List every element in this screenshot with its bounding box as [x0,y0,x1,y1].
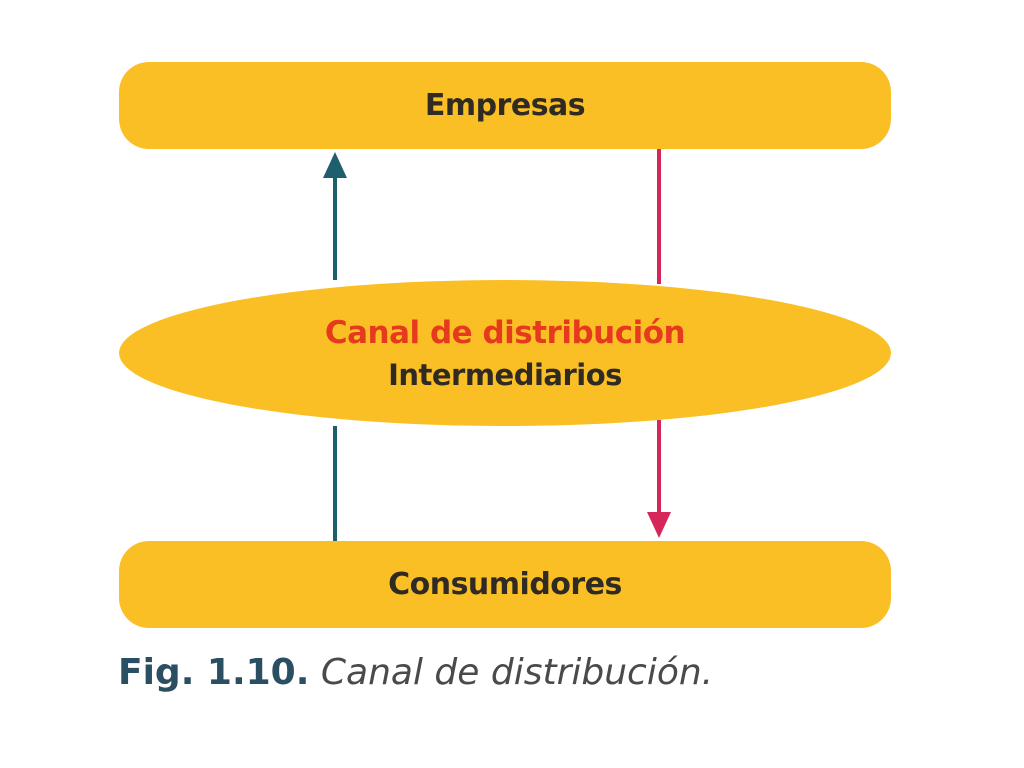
figure-caption: Fig. 1.10. Canal de distribución. [118,652,713,693]
caption-text: Canal de distribución. [320,652,714,693]
intermediaries-label: Intermediarios [388,358,622,392]
consumidores-label: Consumidores [388,567,622,602]
distribution-channel-ellipse: Canal de distribución Intermediarios [119,280,891,426]
caption-label: Fig. 1.10. [118,652,310,693]
upward-arrowhead-icon [323,152,347,178]
empresas-label: Empresas [424,88,586,123]
downward-arrowhead-icon [647,512,671,538]
empresas-box: Empresas [119,62,891,149]
downward-flow-arrow [647,149,671,538]
consumidores-box: Consumidores [119,541,891,628]
channel-title: Canal de distribución [324,315,686,351]
upward-flow-arrow [323,152,347,541]
